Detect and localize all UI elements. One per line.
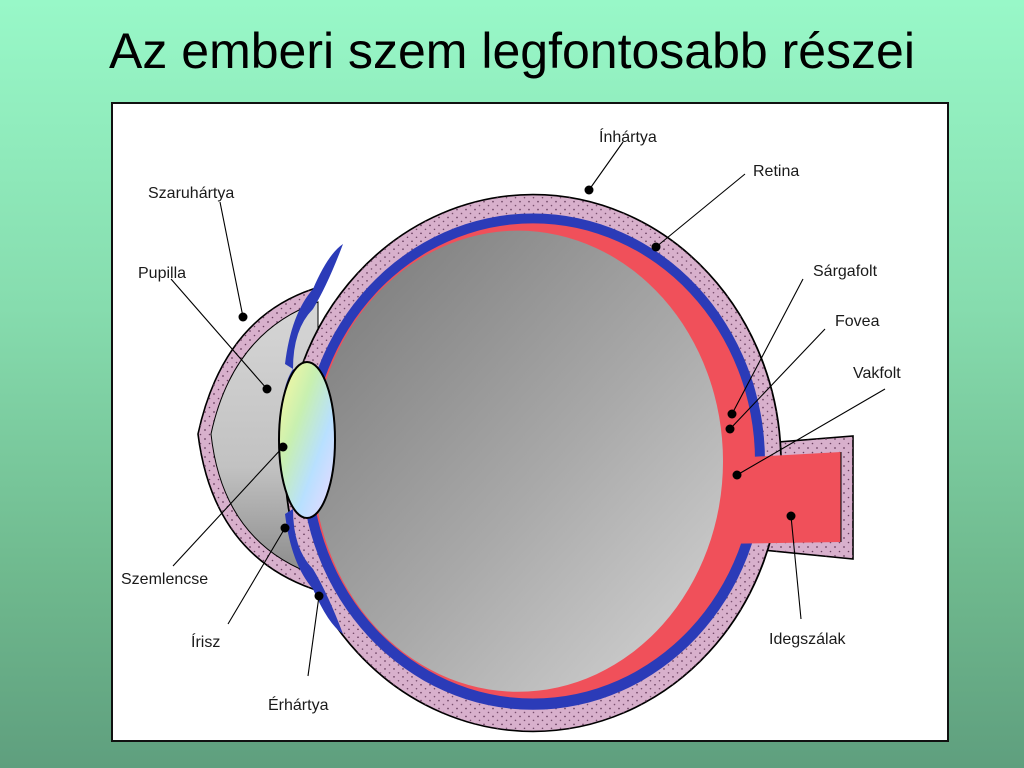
label-irisz: Írisz [191, 632, 220, 651]
optic-nerve-fibres [713, 452, 842, 544]
lens [278, 361, 336, 519]
leader-lines [170, 141, 886, 677]
label-erhartya: Érhártya [268, 695, 329, 714]
label-fovea: Fovea [835, 313, 880, 330]
label-idegszalak: Idegszálak [769, 631, 846, 648]
label-retina: Retina [753, 163, 799, 180]
slide-title: Az emberi szem legfontosabb részei [109, 23, 915, 79]
labels: Ínhártya Retina Szaruhártya Pupilla Sárg… [121, 127, 901, 714]
vitreous-body [313, 230, 723, 692]
label-sargafolt: Sárgafolt [813, 263, 878, 280]
label-pupilla: Pupilla [138, 265, 186, 282]
cornea [197, 287, 319, 591]
eye-diagram-svg: Ínhártya Retina Szaruhártya Pupilla Sárg… [121, 127, 901, 733]
label-inhartya: Ínhártya [599, 127, 657, 146]
label-szaruhartya: Szaruhártya [148, 185, 234, 202]
eye-diagram: Ínhártya Retina Szaruhártya Pupilla Sárg… [111, 102, 949, 742]
label-vakfolt: Vakfolt [853, 365, 901, 382]
label-szemlencse: Szemlencse [121, 571, 208, 588]
